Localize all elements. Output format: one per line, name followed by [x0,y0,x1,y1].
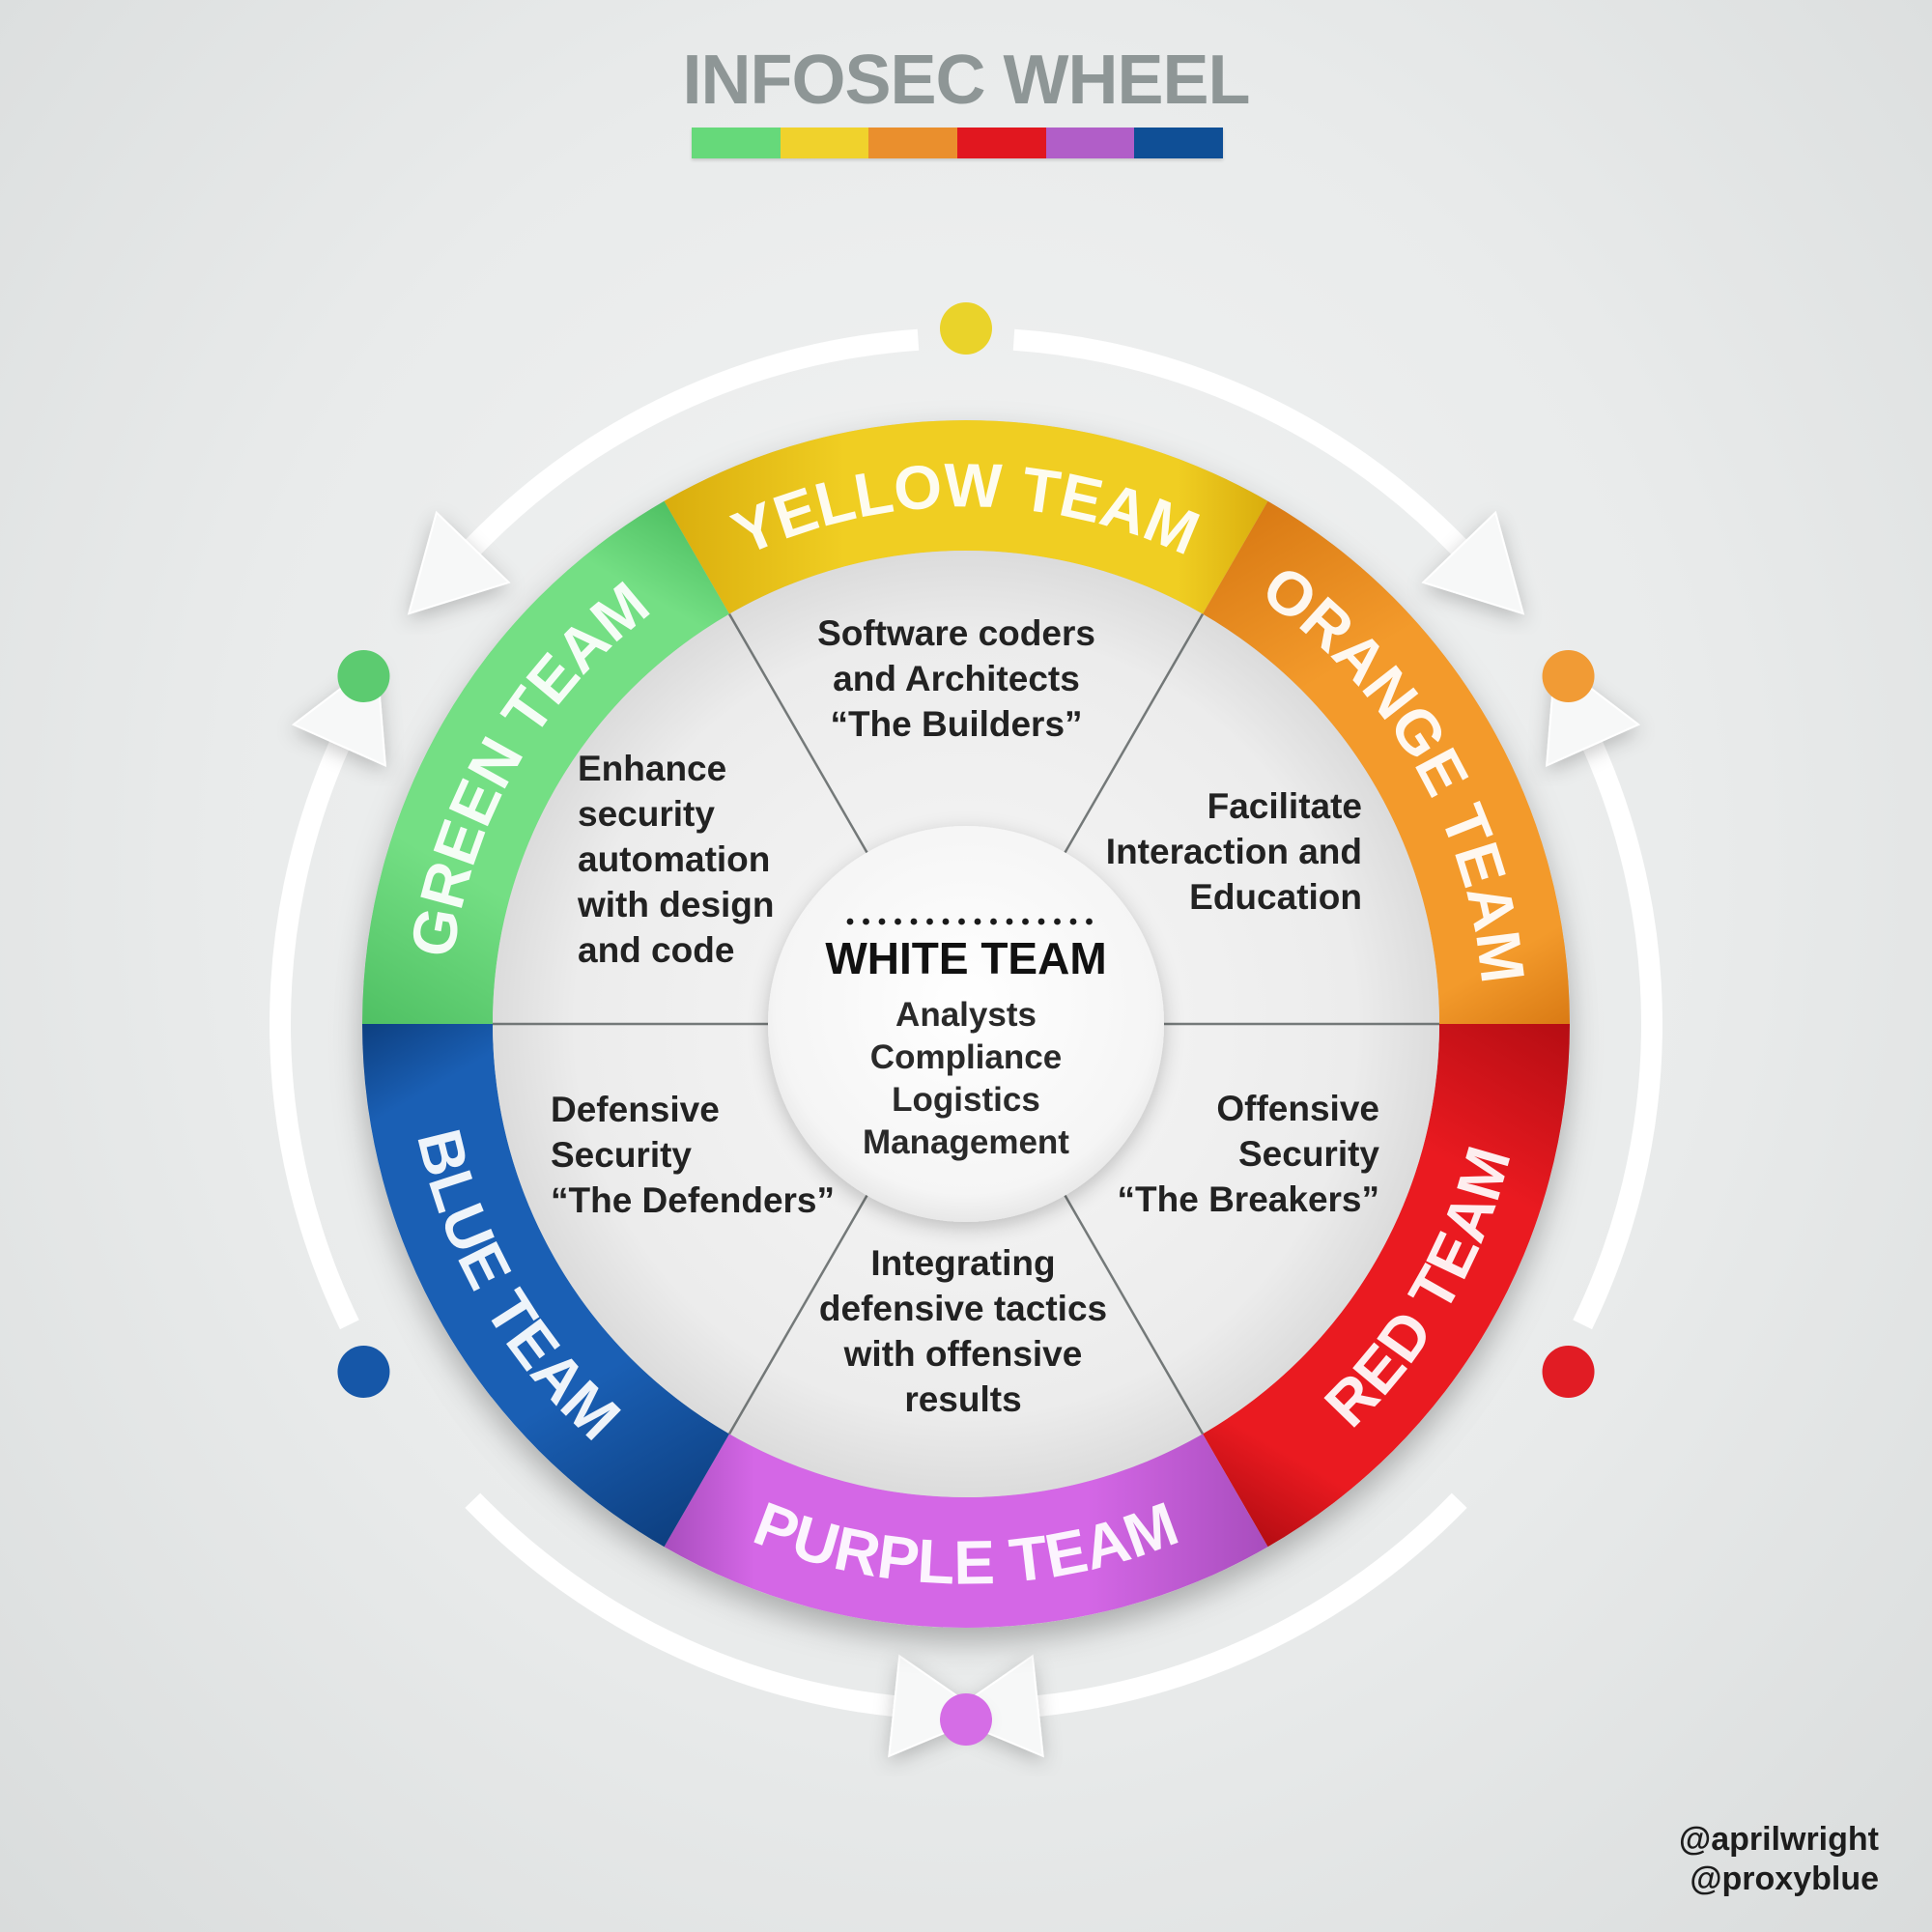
color-swatch-5 [1045,128,1135,158]
arrow-yellow-to-orange-head [1421,510,1525,615]
team-dot-green [337,650,390,702]
arrow-red-to-purple [1037,1492,1467,1718]
color-swatch-1 [692,128,781,158]
description-line: security [578,794,715,834]
description-line: defensive tactics [819,1289,1107,1328]
white-team-label: WHITE TEAM [825,933,1106,983]
team-description-yellow: Software coders and Architects “The Builde… [817,613,1095,744]
ring-segment-purple [664,1434,1268,1628]
description-line: Interaction and [1106,832,1362,871]
description-line: automation [578,839,770,879]
team-dots [337,302,1595,1746]
team-dot-purple [940,1693,992,1746]
team-description-purple: Integrating defensive tactics with offensi… [819,1243,1107,1419]
description-line: Security [551,1135,692,1175]
page-title: INFOSEC WHEEL [682,42,1250,119]
description-line: Defensive [551,1090,720,1129]
color-legend-bar [692,128,1224,158]
white-team-role: Compliance [870,1038,1062,1076]
segment-divider [1064,613,1205,854]
credit-handle-2: @proxyblue [1690,1861,1879,1897]
color-swatch-6 [1134,128,1224,158]
description-line: results [904,1379,1021,1419]
team-description-green: Enhance security automation with design and … [577,749,775,970]
arrow-yellow-to-orange [1012,328,1467,555]
ring-segment-yellow [664,420,1268,614]
white-team-role: Logistics [892,1081,1040,1119]
ring-segment-orange [1203,500,1570,1024]
segment-divider [727,1194,868,1435]
description-line: Software coders [817,613,1095,653]
description-line: Offensive [1216,1089,1379,1128]
ring-segment-blue [362,1024,729,1548]
credit-handle-1: @aprilwright [1679,1821,1879,1858]
description-line: Security [1238,1134,1379,1174]
arrow-blue-to-purple [465,1492,895,1718]
dotted-separator [846,918,1093,925]
white-team-center: WHITE TEAM AnalystsComplianceLogisticsMan… [768,826,1164,1222]
description-line: and code [578,930,734,970]
arrow-red-to-purple-head [944,1654,1044,1758]
segment-divider [1064,1194,1205,1435]
team-dot-orange [1542,650,1595,702]
description-line: “The Defenders” [551,1180,835,1220]
arrow-yellow-to-green [465,328,920,555]
arrow-blue-to-green [270,740,359,1330]
ring-segment-red [1203,1024,1570,1548]
arrow-yellow-to-green-head [407,510,511,615]
cycle-arrows [270,328,1662,1758]
description-line: and Architects [833,659,1080,698]
description-line: with offensive [843,1334,1083,1374]
team-dot-blue [337,1346,390,1398]
description-line: Facilitate [1208,786,1362,826]
segment-divider [727,613,868,854]
description-line: with design [577,885,775,924]
team-dot-yellow [940,302,992,355]
description-line: Education [1189,877,1362,917]
color-swatch-4 [957,128,1046,158]
ring-segment-green [362,500,729,1024]
color-swatch-2 [780,128,869,158]
color-swatch-3 [868,128,958,158]
arrow-red-to-orange [1573,740,1662,1330]
description-line: Integrating [870,1243,1055,1283]
white-team-disc [768,826,1164,1222]
description-line: Enhance [578,749,726,788]
description-line: “The Breakers” [1118,1179,1379,1219]
white-team-role: Management [863,1123,1069,1161]
white-team-role: Analysts [895,996,1037,1034]
description-line: “The Builders” [830,704,1082,744]
arrow-blue-to-purple-head [888,1654,988,1758]
team-dot-red [1542,1346,1595,1398]
